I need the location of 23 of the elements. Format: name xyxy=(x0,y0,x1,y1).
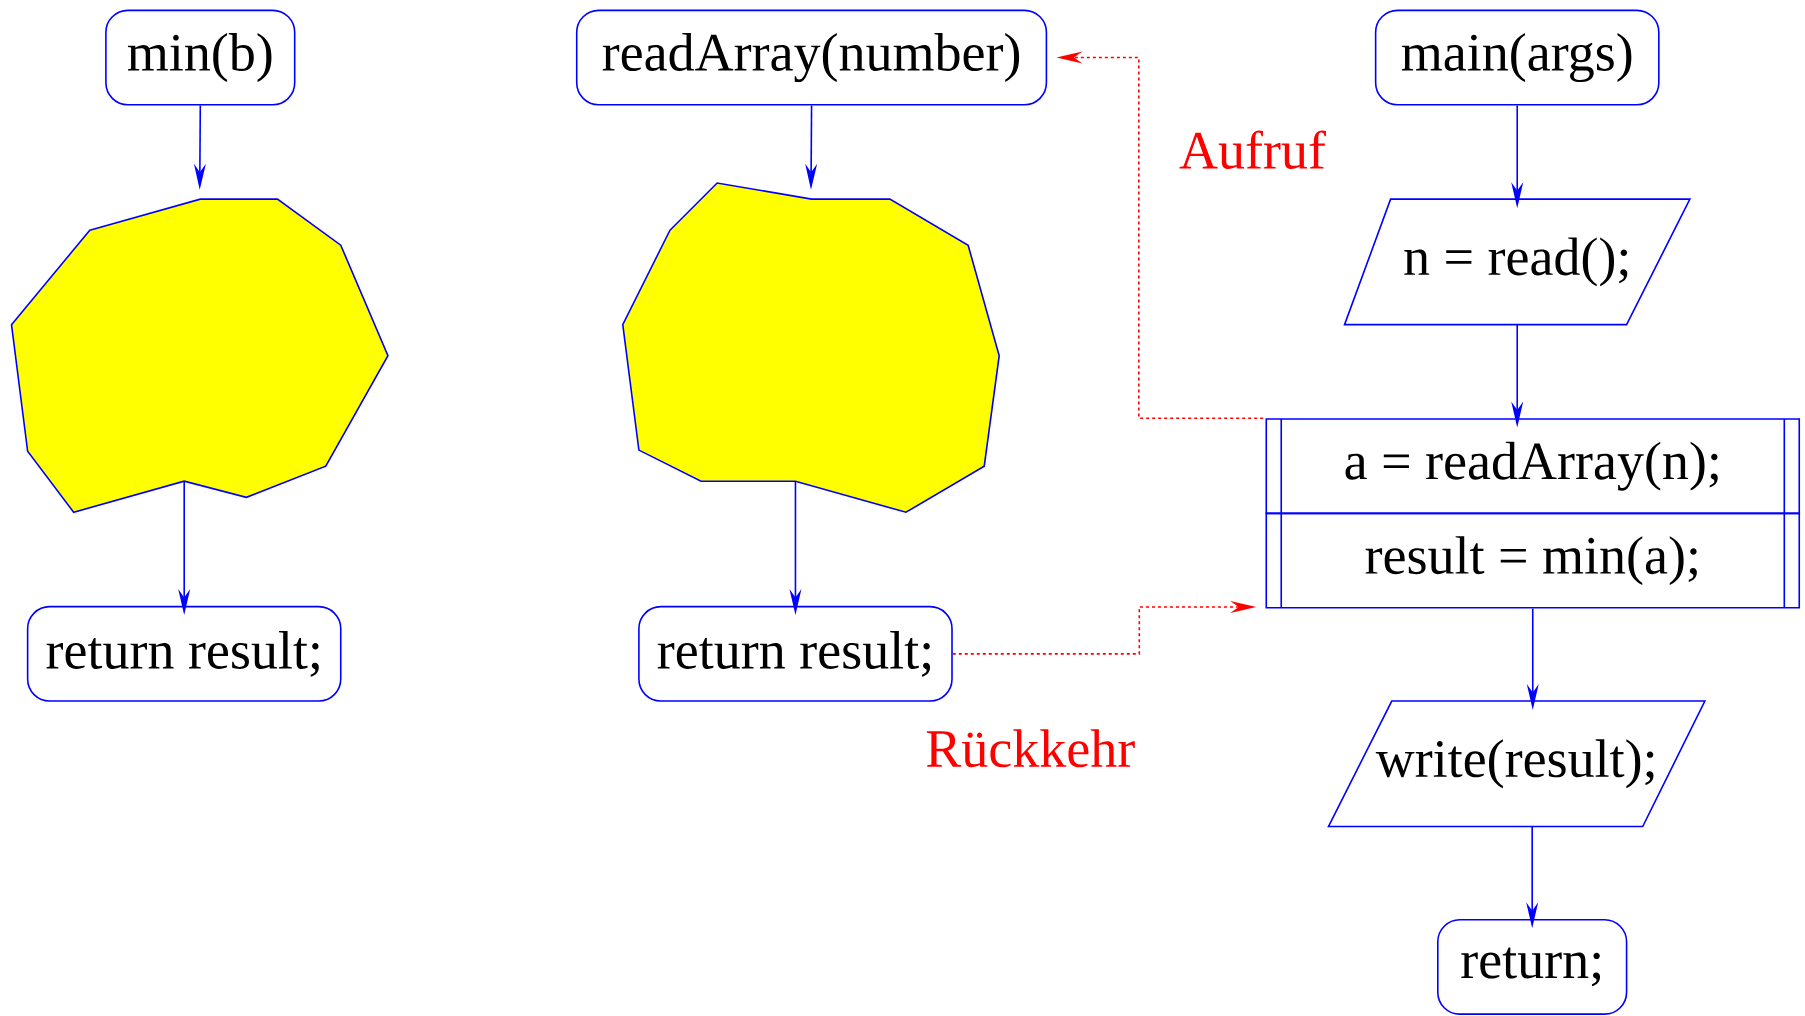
subroutine-box: a = readArray(n); xyxy=(1265,418,1801,514)
arrow xyxy=(805,104,818,190)
terminal-box: return result; xyxy=(26,605,342,702)
terminal-box: readArray(number) xyxy=(575,9,1048,106)
arrow xyxy=(1526,825,1539,928)
terminal-box: return result; xyxy=(638,605,953,702)
arrow xyxy=(178,480,191,615)
arrow xyxy=(1056,51,1264,419)
arrow xyxy=(1511,104,1524,208)
edge-label: Rückkehr xyxy=(926,729,1135,768)
arrow xyxy=(1526,607,1539,710)
terminal-box: min(b) xyxy=(105,9,296,106)
arrow xyxy=(789,480,802,615)
polygon-shape xyxy=(10,198,389,513)
arrow xyxy=(193,104,206,190)
subroutine-box: result = min(a); xyxy=(1265,512,1801,609)
arrow xyxy=(1511,323,1524,428)
arrow xyxy=(952,600,1257,655)
edge-label: Aufruf xyxy=(1179,130,1326,169)
terminal-box: main(args) xyxy=(1374,9,1660,106)
input-output-parallelogram: n = read(); xyxy=(1343,198,1692,326)
input-output-parallelogram: write(result); xyxy=(1327,700,1707,828)
terminal-box: return; xyxy=(1437,918,1628,1015)
